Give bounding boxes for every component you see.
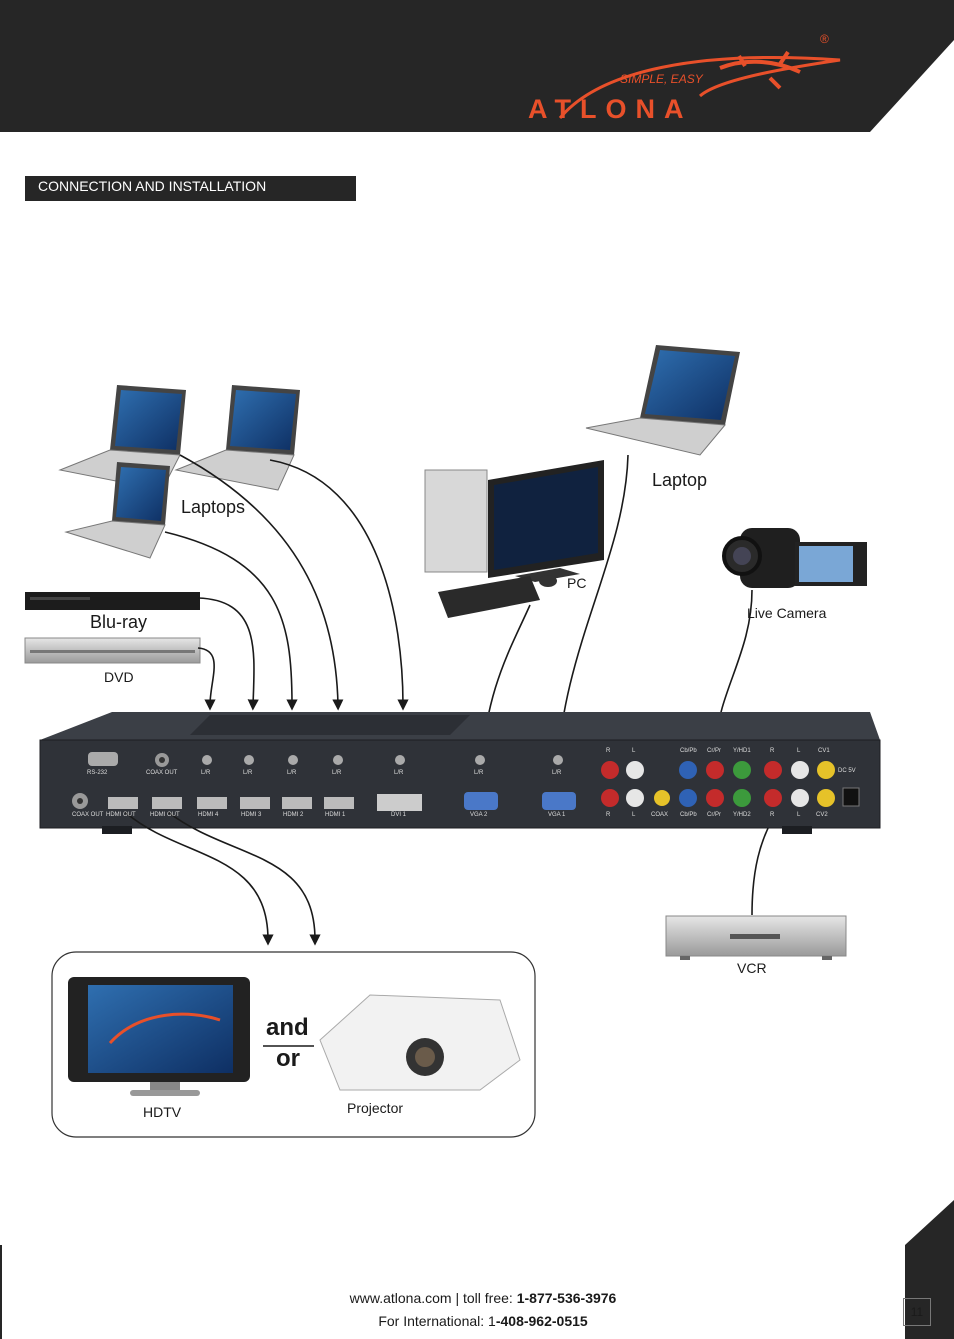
label-pc: PC — [567, 575, 587, 591]
camera-icon — [722, 528, 867, 588]
label-blu-ray: Blu-ray — [90, 612, 148, 632]
port-label-hdmi-4: HDMI 4 — [198, 812, 219, 818]
label-live-camera: Live Camera — [747, 605, 827, 621]
footer-intl-number: -408-962-0515 — [495, 1313, 588, 1329]
port-label-yhd1: Y/HD1 — [733, 748, 751, 754]
label-laptop: Laptop — [652, 470, 708, 490]
footer-intl-prefix: For International: 1 — [378, 1313, 496, 1329]
footer-website: www.atlona.com | toll free: 1-877-536-39… — [0, 1290, 954, 1306]
port-label-l-top-2: L — [797, 748, 801, 754]
port-label-dvi-1: DVI 1 — [391, 812, 407, 818]
port-label-coax-out-top: COAX OUT — [146, 770, 178, 776]
port-label-yhd2: Y/HD2 — [733, 812, 751, 818]
port-label-hdmi-3: HDMI 3 — [241, 812, 262, 818]
projector-icon — [319, 994, 521, 1091]
port-label-crpr-bottom: Cr/Pr — [707, 812, 721, 818]
label-and: and — [266, 1014, 309, 1041]
port-label-cv2: CV2 — [816, 812, 828, 818]
port-label-r-bottom-2: R — [770, 812, 775, 818]
port-label-hdmi-out-2: HDMI OUT — [150, 812, 180, 818]
port-label-lr-6: L/R — [474, 770, 484, 776]
footer-shape — [0, 1200, 954, 1339]
port-label-cbpb-top: Cb/Pb — [680, 748, 697, 754]
port-label-lr-3: L/R — [287, 770, 297, 776]
port-label-vga-2: VGA 2 — [470, 812, 488, 818]
laptop-icon-2 — [174, 385, 300, 491]
port-label-hdmi-2: HDMI 2 — [283, 812, 304, 818]
port-label-lr-2: L/R — [243, 770, 253, 776]
label-vcr: VCR — [737, 960, 767, 976]
port-label-hdmi-out-1: HDMI OUT — [106, 812, 136, 818]
registered-mark: ® — [820, 32, 829, 46]
label-laptops: Laptops — [181, 497, 246, 517]
laptop-icon-3 — [64, 462, 170, 559]
port-label-lr-4: L/R — [332, 770, 342, 776]
header-shape — [0, 0, 954, 132]
port-label-rs232: RS-232 — [87, 770, 108, 776]
dvd-player-icon — [24, 637, 201, 664]
blu-ray-player-icon — [25, 592, 200, 610]
port-label-coax: COAX — [651, 812, 669, 818]
port-label-dc5v: DC 5V — [838, 768, 856, 774]
section-title: CONNECTION AND INSTALLATION — [25, 176, 356, 201]
vcr-icon — [665, 915, 847, 960]
port-label-r-top-2: R — [770, 748, 775, 754]
pc-icon — [424, 460, 604, 618]
port-label-lr-1: L/R — [201, 770, 211, 776]
switcher-device — [39, 712, 881, 834]
label-projector: Projector — [347, 1100, 404, 1116]
port-label-cbpb-bottom: Cb/Pb — [680, 812, 697, 818]
label-hdtv: HDTV — [143, 1104, 182, 1120]
switcher-ports — [72, 752, 860, 811]
laptop-icon-right — [585, 345, 740, 456]
port-label-analog-r-bottom: R — [606, 812, 611, 818]
port-label-crpr-top: Cr/Pr — [707, 748, 721, 754]
port-label-analog-r-top: R — [606, 748, 611, 754]
port-label-coax-out: COAX OUT — [72, 812, 104, 818]
salamander-logo-icon — [558, 55, 841, 119]
port-label-vga-1: VGA 1 — [548, 812, 566, 818]
page-number: 11 — [903, 1298, 931, 1326]
output-group-box — [51, 951, 536, 1138]
footer-international: For International: 1-408-962-0515 — [0, 1313, 954, 1329]
port-label-analog-l-top: L — [632, 748, 636, 754]
port-label-cv1: CV1 — [818, 748, 830, 754]
hdtv-icon — [68, 977, 250, 1096]
page-header — [0, 0, 954, 132]
port-label-l-bottom-2: L — [797, 812, 801, 818]
footer-website-prefix: www.atlona.com | toll free: — [349, 1290, 517, 1306]
port-label-hdmi-1: HDMI 1 — [325, 812, 346, 818]
port-label-analog-l-bottom: L — [632, 812, 636, 818]
brand-tagline: SIMPLE, EASY — [620, 72, 703, 86]
port-label-lr-5: L/R — [394, 770, 404, 776]
port-label-lr-7: L/R — [552, 770, 562, 776]
label-or: or — [276, 1045, 300, 1072]
label-dvd: DVD — [104, 669, 134, 685]
brand-logo: ATLONA — [528, 94, 693, 124]
output-cables — [124, 811, 321, 946]
footer-toll-free: 1-877-536-3976 — [516, 1290, 617, 1306]
